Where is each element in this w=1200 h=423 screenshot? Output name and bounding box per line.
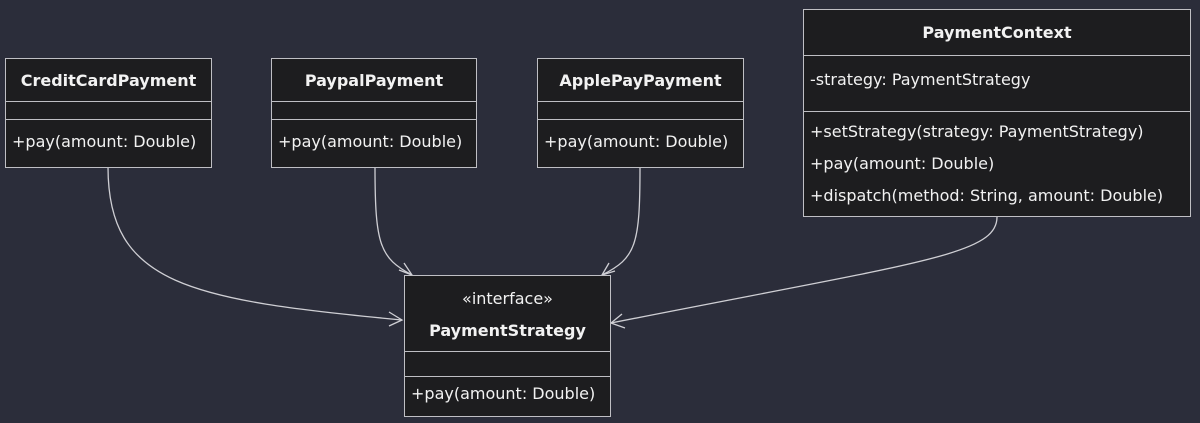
edge-applepay-to-strategy [601,166,641,276]
methods-section: +pay(amount: Double) [272,120,476,152]
edge-paypal-to-strategy [374,166,413,276]
methods-section: +pay(amount: Double) [538,120,743,152]
class-name: PaymentStrategy [429,321,586,340]
methods-section: +pay(amount: Double) [405,377,610,404]
methods-section: +pay(amount: Double) [6,120,211,152]
methods-section: +setStrategy(strategy: PaymentStrategy) … [804,112,1190,206]
class-apple-pay-payment[interactable]: ApplePayPayment +pay(amount: Double) [537,58,744,168]
stereotype-label: «interface» [462,289,553,308]
arrowhead-context [609,313,626,329]
attributes-section: -strategy: PaymentStrategy [804,56,1190,112]
edge-context-to-strategy [610,216,998,324]
method: +pay(amount: Double) [810,154,995,173]
class-name: CreditCardPayment [6,59,211,102]
class-payment-context[interactable]: PaymentContext -strategy: PaymentStrateg… [803,9,1191,217]
class-name: ApplePayPayment [538,59,743,102]
method: +setStrategy(strategy: PaymentStrategy) [810,122,1144,141]
class-name: PaypalPayment [272,59,476,102]
class-payment-strategy-interface[interactable]: «interface» PaymentStrategy +pay(amount:… [404,275,611,417]
class-paypal-payment[interactable]: PaypalPayment +pay(amount: Double) [271,58,477,168]
method: +dispatch(method: String, amount: Double… [810,186,1164,205]
method: +pay(amount: Double) [411,384,596,403]
attributes-section [6,102,211,120]
class-header: «interface» PaymentStrategy [405,276,610,352]
class-name: PaymentContext [804,10,1190,56]
method: +pay(amount: Double) [544,132,729,151]
attributes-section [538,102,743,120]
edge-creditcard-to-strategy [107,166,403,321]
class-credit-card-payment[interactable]: CreditCardPayment +pay(amount: Double) [5,58,212,168]
attribute: -strategy: PaymentStrategy [810,70,1031,89]
method: +pay(amount: Double) [278,132,463,151]
method: +pay(amount: Double) [12,132,197,151]
arrowhead-creditcard [388,311,404,327]
attributes-section [272,102,476,120]
attributes-section [405,352,610,377]
